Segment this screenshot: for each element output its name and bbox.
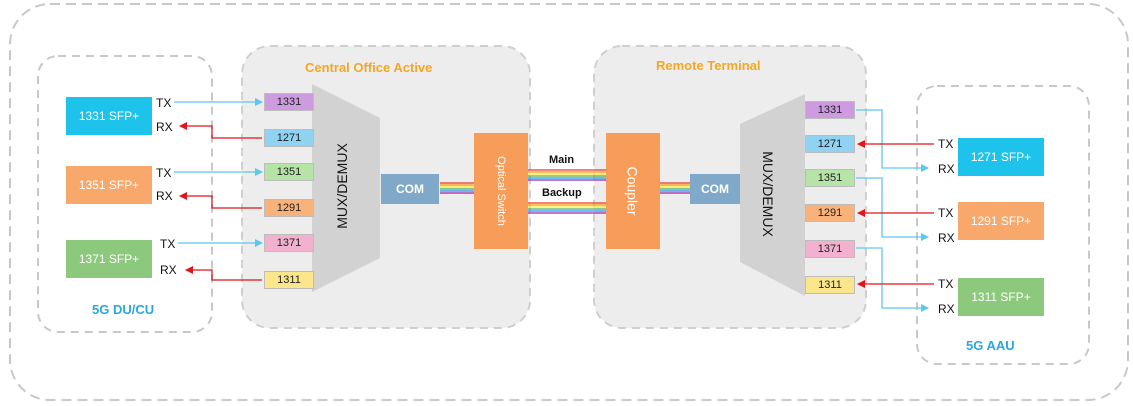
left-rx-3: RX — [160, 263, 177, 277]
coupler-label: Coupler — [625, 166, 641, 216]
rt-channel-1371: 1371 — [805, 240, 855, 258]
remote-terminal-title: Remote Terminal — [656, 58, 761, 73]
rt-mux-label: MUX/DEMUX — [760, 151, 776, 237]
left-tx-2: TX — [156, 166, 172, 180]
sfp-1291: 1291 SFP+ — [958, 202, 1044, 240]
right-rx-1: RX — [938, 162, 955, 176]
sfp-1351: 1351 SFP+ — [66, 166, 152, 204]
central-office-title: Central Office Active — [305, 60, 433, 75]
right-tx-1: TX — [938, 137, 954, 151]
optical-switch: Optical Switch — [474, 133, 528, 249]
fiber-coupler-to-com — [660, 182, 690, 194]
main-link-label: Main — [549, 154, 575, 166]
co-mux-shape — [312, 84, 380, 292]
outer-boundary — [9, 3, 1129, 401]
right-tx-2: TX — [938, 206, 954, 220]
right-rx-2: RX — [938, 231, 955, 245]
aau-group — [916, 85, 1090, 365]
left-tx-3: TX — [160, 237, 176, 251]
co-channel-1351: 1351 — [264, 163, 314, 181]
co-channel-1291: 1291 — [264, 199, 314, 217]
co-channel-1371: 1371 — [264, 234, 314, 252]
left-tx-1: TX — [156, 96, 172, 110]
co-channel-1331: 1331 — [264, 93, 314, 111]
left-rx-1: RX — [156, 120, 173, 134]
fiber-main — [528, 169, 606, 181]
rt-mux-shape — [740, 94, 805, 296]
right-tx-3: TX — [938, 277, 954, 291]
rt-channel-1271: 1271 — [805, 135, 855, 153]
backup-link-label: Backup — [542, 187, 582, 199]
fiber-co-to-switch — [440, 182, 474, 194]
co-channel-1311: 1311 — [264, 271, 314, 289]
coupler: Coupler — [606, 133, 660, 249]
left-connectors — [174, 98, 263, 281]
fiber-backup — [528, 202, 606, 214]
aau-label: 5G AAU — [966, 338, 1015, 353]
right-rx-3: RX — [938, 302, 955, 316]
co-com-port: COM — [381, 174, 439, 204]
right-connectors — [856, 109, 934, 312]
sfp-1311: 1311 SFP+ — [958, 278, 1044, 316]
co-mux-label: MUX/DEMUX — [334, 143, 350, 229]
left-rx-2: RX — [156, 189, 173, 203]
sfp-1331: 1331 SFP+ — [66, 97, 152, 135]
optical-switch-label: Optical Switch — [495, 156, 508, 226]
sfp-1371: 1371 SFP+ — [66, 240, 152, 278]
rt-channel-1331: 1331 — [805, 101, 855, 119]
du-cu-group — [37, 55, 213, 333]
rt-channel-1311: 1311 — [805, 276, 855, 294]
rt-channel-1291: 1291 — [805, 204, 855, 222]
rt-channel-1351: 1351 — [805, 169, 855, 187]
sfp-1271: 1271 SFP+ — [958, 138, 1044, 176]
rt-com-port: COM — [690, 174, 740, 204]
du-cu-label: 5G DU/CU — [92, 302, 155, 317]
co-channel-1271: 1271 — [264, 129, 314, 147]
